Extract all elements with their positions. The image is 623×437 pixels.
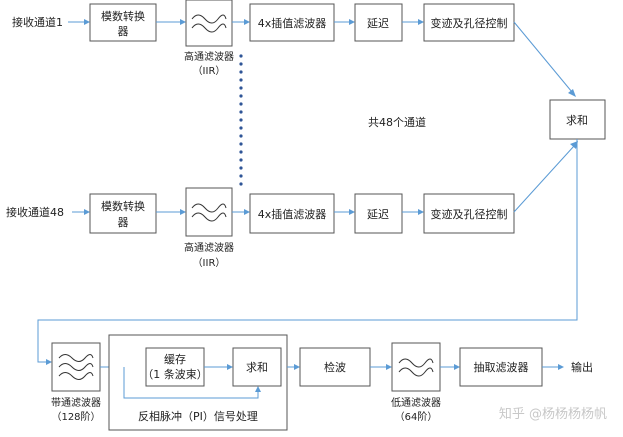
arrow-apod48-to-sum xyxy=(513,145,575,213)
arrowhead xyxy=(570,141,578,149)
arrowhead xyxy=(180,19,186,25)
arrowhead xyxy=(568,89,576,97)
apodization-label: 变迹及孔径控制 xyxy=(431,207,508,221)
adc-box-channel-48 xyxy=(89,193,157,234)
sum-box-main xyxy=(549,99,606,140)
hpf-type: （IIR） xyxy=(193,257,226,269)
bpf-box xyxy=(51,342,101,392)
detect-box xyxy=(299,347,371,387)
arrowhead xyxy=(244,209,250,215)
detect-label: 检波 xyxy=(324,360,346,374)
interp-filter-box-channel-1 xyxy=(249,3,335,42)
bpf-caption: 带通滤波器 xyxy=(51,396,101,409)
arrowhead xyxy=(227,364,233,370)
adc-label-line2: 器 xyxy=(118,216,129,229)
sum-main-label: 求和 xyxy=(566,114,588,127)
decimation-filter-label: 抽取滤波器 xyxy=(474,360,529,374)
arrowhead xyxy=(418,209,424,215)
apodization-box-channel-48 xyxy=(423,193,515,234)
arrowhead xyxy=(454,364,460,370)
pi-group-label: 反相脉冲（PI）信号处理 xyxy=(138,409,258,423)
hpf-type: （IIR） xyxy=(193,65,226,77)
arrowhead xyxy=(84,209,90,215)
adc-label-line1: 模数转换 xyxy=(101,9,145,23)
hpf-box-channel-1 xyxy=(185,0,233,47)
delay-box-channel-1 xyxy=(354,3,403,42)
adc-label-line1: 模数转换 xyxy=(101,199,145,213)
interp-filter-label: 4x插值滤波器 xyxy=(258,16,327,30)
arrowhead xyxy=(180,209,186,215)
arrowhead xyxy=(46,359,52,365)
interp-filter-box-channel-48 xyxy=(249,193,335,234)
buffer-label-line2: （1 条波束） xyxy=(142,367,208,381)
channel-1-input-label: 接收通道1 xyxy=(12,15,63,29)
arrowhead xyxy=(386,364,392,370)
interp-filter-label: 4x插值滤波器 xyxy=(258,207,327,221)
arrowhead xyxy=(255,386,261,392)
arrowhead xyxy=(349,209,355,215)
lpf-caption: 低通滤波器 xyxy=(391,396,441,409)
buffer-label-line1: 缓存 xyxy=(164,352,186,366)
hpf-box-channel-48 xyxy=(185,187,233,237)
delay-label: 延迟 xyxy=(367,17,389,30)
lpf-box xyxy=(391,342,441,392)
arrow-apod1-to-sum xyxy=(513,21,573,93)
bypass-path xyxy=(123,367,259,399)
delay-box-channel-48 xyxy=(354,193,403,234)
arrowhead xyxy=(84,19,90,25)
channels-count-note: 共48个通道 xyxy=(368,115,426,129)
inner-sum-box xyxy=(232,347,282,387)
channel-48-input-label: 接收通道48 xyxy=(6,205,64,219)
channel-ellipsis-dots xyxy=(239,54,243,186)
adc-label-line2: 器 xyxy=(118,25,129,38)
watermark: 知乎 @杨杨杨杨帆 xyxy=(499,406,607,422)
delay-label: 延迟 xyxy=(367,208,389,221)
output-label: 输出 xyxy=(571,360,593,374)
arrowhead xyxy=(558,364,564,370)
bpf-order: （128阶） xyxy=(51,410,100,423)
hpf-caption: 高通滤波器 xyxy=(184,241,234,254)
connector-sum-to-bpf xyxy=(37,139,578,363)
inner-sum-label: 求和 xyxy=(246,361,268,374)
hpf-caption: 高通滤波器 xyxy=(184,50,234,63)
arrowhead xyxy=(349,19,355,25)
arrowhead xyxy=(244,19,250,25)
arrowhead xyxy=(294,364,300,370)
arrowhead xyxy=(418,19,424,25)
lpf-order: （64阶） xyxy=(395,410,438,423)
apodization-label: 变迹及孔径控制 xyxy=(431,16,508,30)
